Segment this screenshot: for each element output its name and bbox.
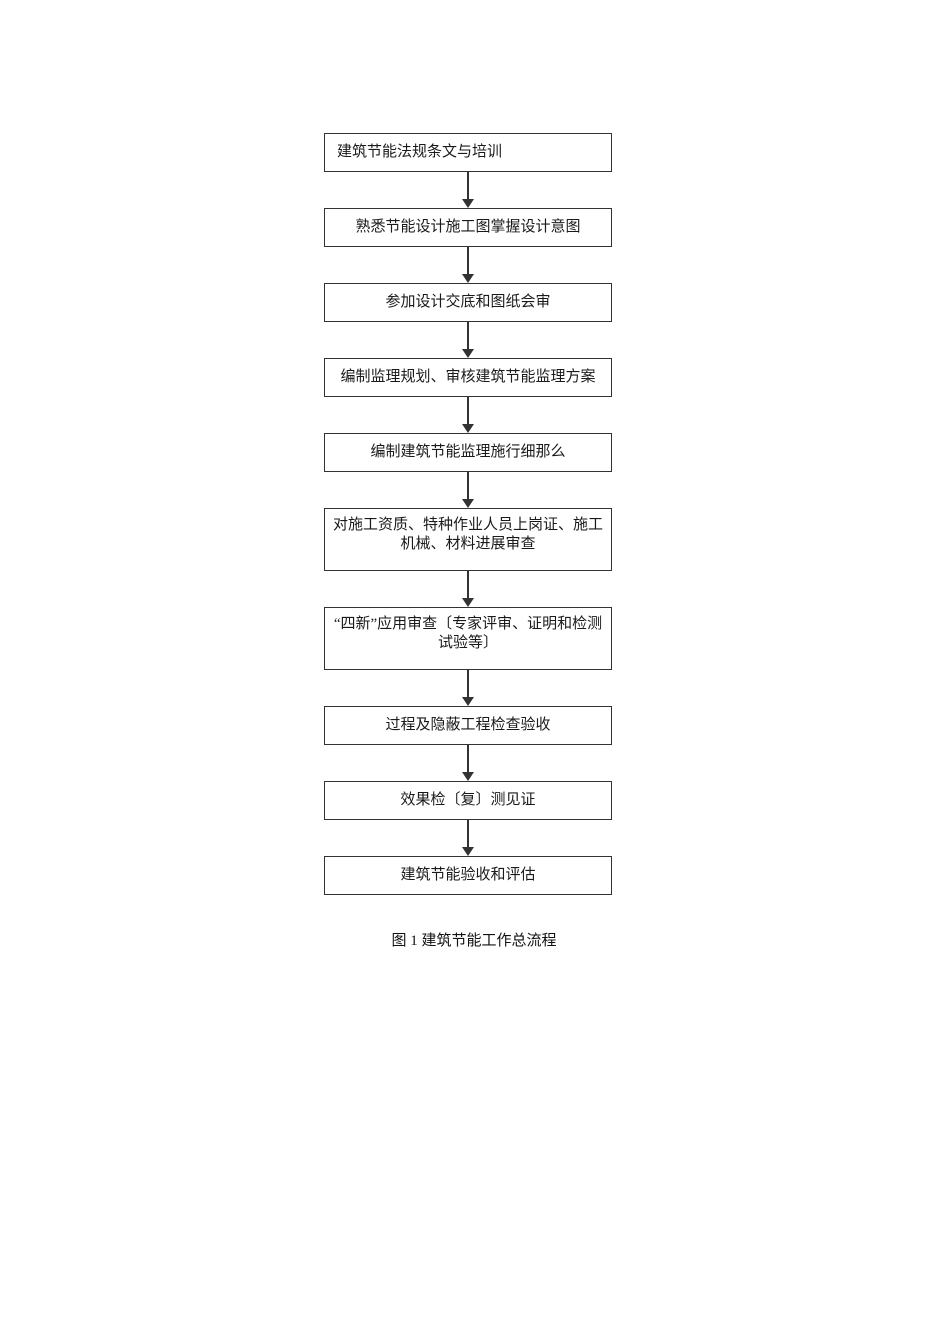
flowchart: 建筑节能法规条文与培训 熟悉节能设计施工图掌握设计意图 参加设计交底和图纸会审 … — [324, 133, 612, 895]
flow-step-2: 熟悉节能设计施工图掌握设计意图 — [324, 208, 612, 247]
arrow-down-icon — [324, 745, 612, 781]
flow-step-1-label: 建筑节能法规条文与培训 — [337, 144, 503, 160]
arrow-down-icon — [324, 472, 612, 508]
flow-step-9-label: 效果检〔复〕测见证 — [400, 792, 536, 808]
arrow-down-icon — [324, 397, 612, 433]
flow-step-8-label: 过程及隐蔽工程检查验收 — [385, 717, 551, 733]
arrow-down-icon — [324, 322, 612, 358]
flow-step-3-label: 参加设计交底和图纸会审 — [385, 294, 551, 310]
flow-step-8: 过程及隐蔽工程检查验收 — [324, 706, 612, 745]
flow-step-5: 编制建筑节能监理施行细那么 — [324, 433, 612, 472]
flow-step-10-label: 建筑节能验收和评估 — [400, 867, 536, 883]
arrow-down-icon — [324, 670, 612, 706]
flow-step-2-label: 熟悉节能设计施工图掌握设计意图 — [355, 219, 581, 235]
arrow-down-icon — [324, 571, 612, 607]
flow-step-7: “四新”应用审查〔专家评审、证明和检测试验等〕 — [324, 607, 612, 670]
flow-step-6-label: 对施工资质、特种作业人员上岗证、施工机械、材料进展审查 — [332, 517, 603, 552]
arrow-down-icon — [324, 820, 612, 856]
flow-step-10: 建筑节能验收和评估 — [324, 856, 612, 895]
arrow-down-icon — [324, 172, 612, 208]
flow-step-3: 参加设计交底和图纸会审 — [324, 283, 612, 322]
flow-step-9: 效果检〔复〕测见证 — [324, 781, 612, 820]
figure-caption: 图 1 建筑节能工作总流程 — [391, 933, 557, 949]
flow-step-6: 对施工资质、特种作业人员上岗证、施工机械、材料进展审查 — [324, 508, 612, 571]
flow-step-7-label: “四新”应用审查〔专家评审、证明和检测试验等〕 — [333, 616, 603, 651]
arrow-down-icon — [324, 247, 612, 283]
flow-step-4-label: 编制监理规划、审核建筑节能监理方案 — [340, 369, 596, 385]
flow-step-1: 建筑节能法规条文与培训 — [324, 133, 612, 172]
flow-step-5-label: 编制建筑节能监理施行细那么 — [370, 444, 566, 460]
flow-step-4: 编制监理规划、审核建筑节能监理方案 — [324, 358, 612, 397]
